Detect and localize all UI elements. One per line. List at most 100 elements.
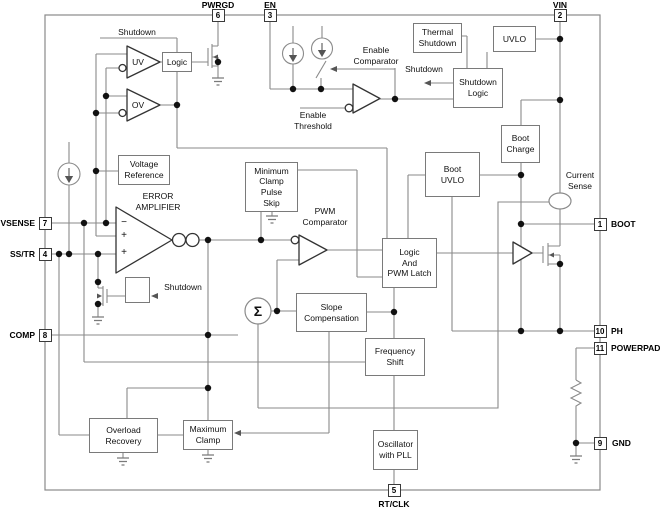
pin-rtclk-label: RT/CLK [378,499,410,509]
block-logic-and-pwm-latch: Logic And PWM Latch [382,238,437,288]
current-sources [57,37,334,186]
block-line: PWM Latch [387,268,432,279]
pin-powerpad-label: POWERPAD [611,343,660,353]
pin-pwrgd-number: 6 [211,9,225,22]
ground-icon [92,316,104,325]
ground-symbols [92,77,582,466]
label-shutdown-mid: Shutdown [399,64,449,75]
ea-plus-mark: + [121,230,127,241]
label-pwm-comparator: PWM Comparator [295,206,355,228]
block-line: Logic [399,247,420,258]
block-voltage-reference: Voltage Reference [118,155,170,185]
pin-ph-number: 10 [593,325,607,338]
pin-pwrgd-label: PWRGD [201,0,235,10]
wire-powerpad-resistor [569,347,594,456]
block-line: Recovery [105,435,142,446]
ground-icon [570,455,582,464]
ground-icon [266,215,278,224]
pin-en-label: EN [264,0,276,10]
label-text: AMPLIFIER [135,202,181,213]
label-enable-comparator: Enable Comparator [346,45,406,67]
block-line: Charge [506,144,535,154]
pwm-inverting-bubble [290,235,300,245]
block-uvlo: UVLO [493,26,536,52]
pin-sstr-number: 4 [38,248,52,261]
wires [51,21,594,484]
block-maximum-clamp: Maximum Clamp [183,420,233,450]
block-line: Voltage [129,159,159,170]
block-line: Minimum [254,165,289,176]
round-symbols [244,192,572,325]
junction-dots [55,35,580,447]
block-line: Skip [263,197,280,208]
block-line: Boot [511,133,530,144]
block-minimum-clamp-pulse-skip: Minimum Clamp Pulse Skip [245,162,298,212]
block-line: with PLL [379,450,412,460]
block-line: Frequency [374,346,416,357]
block-line: Pulse [260,187,283,197]
ground-icon [117,457,129,466]
shutdown-arrow-icon [424,80,431,86]
ov-inverting-bubble [118,108,127,118]
label-sigma: Σ [253,303,263,319]
block-line: Thermal [421,27,454,38]
block-slope-compensation: Slope Compensation [296,293,367,332]
pin-vin-label: VIN [552,0,568,10]
label-current-sense: Current Sense [556,170,604,192]
gm-output-circle [171,232,187,248]
label-text: Enable [362,45,390,55]
label-error-amplifier: ERROR AMPLIFIER [123,191,193,213]
uv-comparator-triangle [126,45,161,79]
label-enable-threshold: Enable Threshold [285,110,341,132]
enable-inverting-bubble [344,103,354,113]
label-ov: OV [131,100,145,110]
block-overload-recovery: Overload Recovery [89,418,158,453]
ea-minus-mark: − [121,217,127,228]
wire-top-left [95,37,388,238]
pin-sstr-label: SS/TR [9,249,35,259]
block-line: UVLO [502,33,527,44]
pin-comp-label: COMP [9,330,36,340]
pin-vsense-label: VSENSE [0,218,36,228]
triangles [115,45,533,274]
power-fet-body-arrow-icon [549,252,554,258]
pin-ph-label: PH [611,326,623,336]
label-uv: UV [132,57,144,67]
gate-driver-triangle [512,241,533,265]
pin-rtclk-number: 5 [387,484,401,497]
pin-boot-number: 1 [593,218,607,231]
pin-boot-label: BOOT [611,219,636,229]
error-amplifier-triangle [115,206,173,274]
block-line: Maximum [189,424,227,435]
gm-output-circle [185,232,200,248]
block-line: Logic [467,88,489,98]
arrowheads [97,54,554,436]
wire-pwm [277,249,382,261]
label-text: ERROR [142,191,174,201]
pin-gnd-number: 9 [593,437,607,450]
hysteresis-switch-arrow-icon [330,66,337,72]
wire-max-clamp [122,332,330,458]
block-frequency-shift: Frequency Shift [365,338,425,376]
block-line: Shift [386,357,404,367]
block-line: Oscillator [377,439,414,450]
block-thermal-shutdown: Thermal Shutdown [413,23,462,53]
block-line: And [401,257,418,268]
label-text: Threshold [294,121,332,132]
ss-fet-body-arrow-icon [97,293,102,299]
block-logic: Logic [162,52,192,72]
block-line: Shutdown [459,77,497,88]
label-text: Shutdown [118,27,156,37]
ea-shutdown-arrow-icon [151,293,158,299]
label-shutdown-ea: Shutdown [158,282,208,293]
ov-comparator-triangle [126,88,161,122]
wire-pwrgd-fet [192,21,219,78]
block-ss-discharge-switch [125,277,150,303]
pin-vin-number: 2 [553,9,567,22]
label-text: Shutdown [164,282,202,292]
block-line: Clamp [195,435,221,445]
label-text: Enable [299,110,327,120]
block-line: Slope [320,301,343,312]
pin-en-number: 3 [263,9,277,22]
